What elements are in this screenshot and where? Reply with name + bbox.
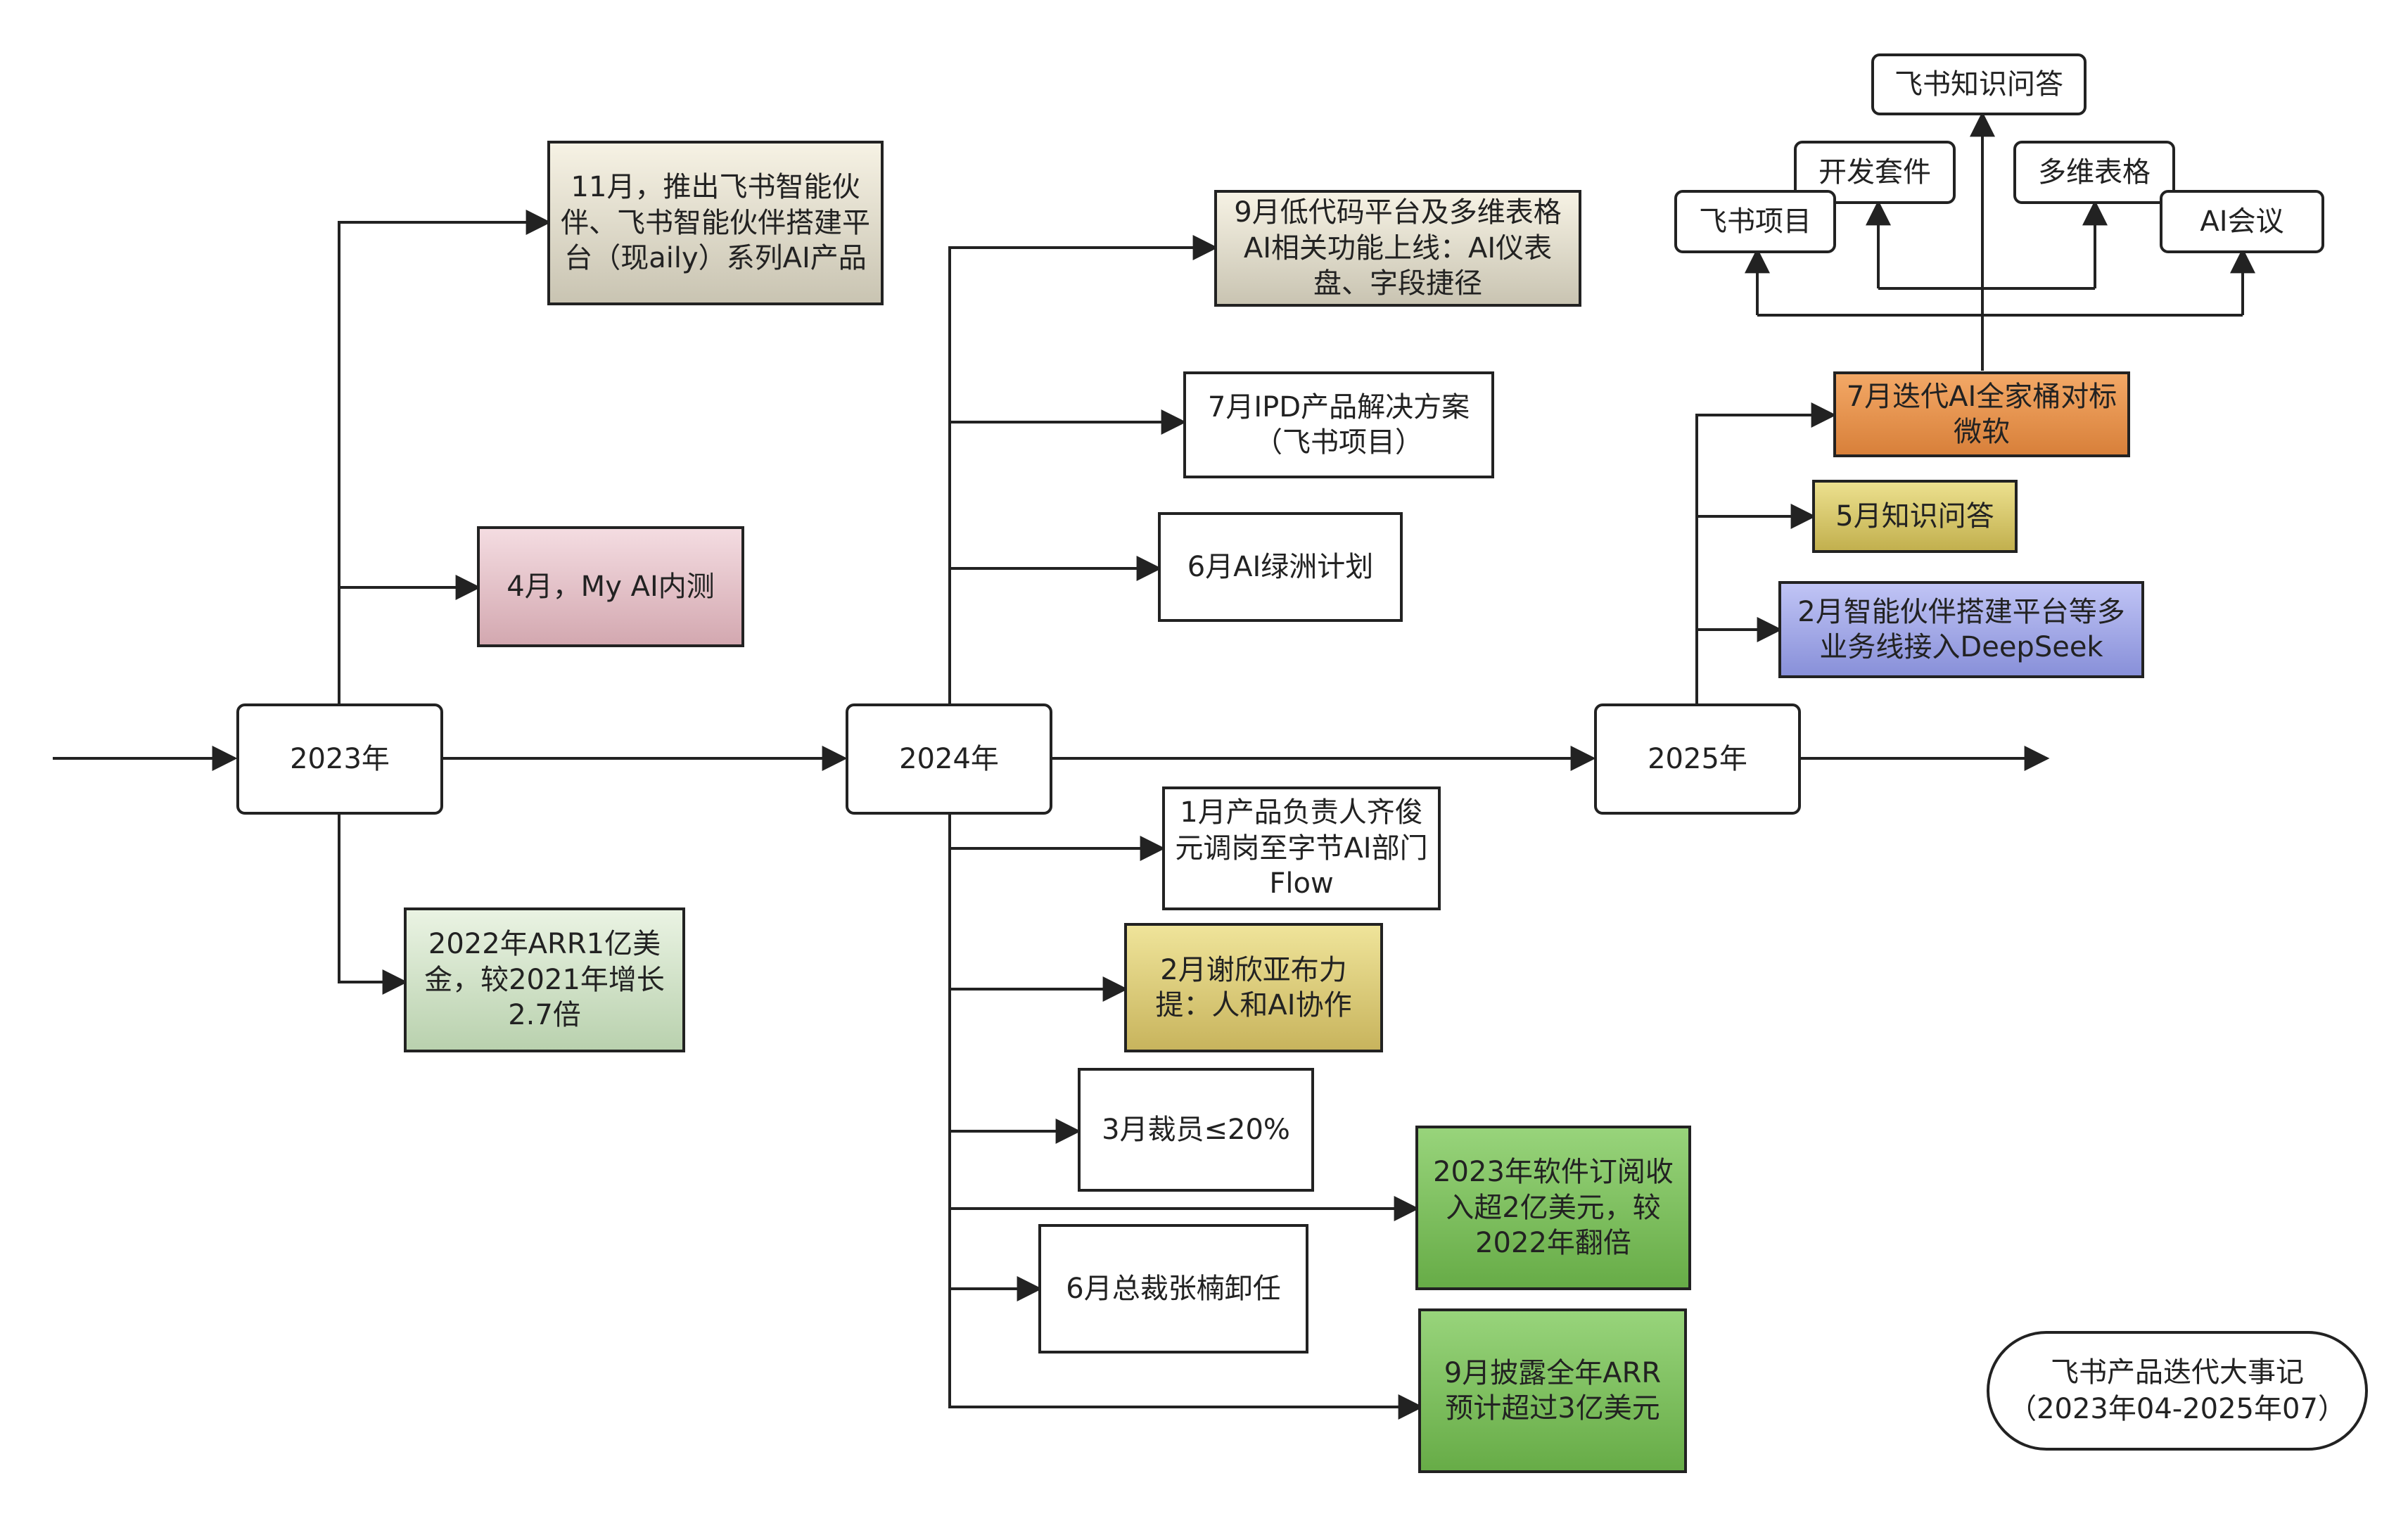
event-2024-jan-transfer: 1月产品负责人齐俊元调岗至字节AI部门Flow xyxy=(1162,786,1441,910)
event-2024-sep-lowcode: 9月低代码平台及多维表格AI相关功能上线：AI仪表盘、字段捷径 xyxy=(1214,190,1581,307)
year-node-2024[interactable]: 2024年 xyxy=(846,703,1052,815)
event-2024-jun-president: 6月总裁张楠卸任 xyxy=(1038,1224,1308,1353)
event-2024-jun-oasis: 6月AI绿洲计划 xyxy=(1158,512,1403,622)
event-2024-feb-xie: 2月谢欣亚布力提：人和AI协作 xyxy=(1124,923,1383,1052)
event-2025-feb-deepseek: 2月智能伙伴搭建平台等多业务线接入DeepSeek xyxy=(1778,581,2144,678)
event-2024-jul-ipd: 7月IPD产品解决方案（飞书项目） xyxy=(1183,371,1494,478)
event-2025-may-knowledge-qa: 5月知识问答 xyxy=(1812,480,2018,553)
product-ai-meeting: AI会议 xyxy=(2160,190,2324,253)
branch-2023-nov xyxy=(338,210,552,703)
event-2024-mar-layoff: 3月裁员≤20% xyxy=(1078,1068,1314,1192)
event-2025-jul-ai-bundle: 7月迭代AI全家桶对标微软 xyxy=(1833,371,2130,457)
event-2023-apr-my-ai: 4月，My AI内测 xyxy=(477,526,744,647)
event-2024-sep-arr: 9月披露全年ARR预计超过3亿美元 xyxy=(1418,1308,1687,1473)
branch-2024-trunk xyxy=(948,815,1424,1420)
event-2024-revenue-2023: 2023年软件订阅收入超2亿美元，较2022年翻倍 xyxy=(1415,1126,1691,1290)
diagram-title: 飞书产品迭代大事记 （2023年04-2025年07） xyxy=(1987,1331,2368,1451)
branch-2024-sep-lowcode xyxy=(948,235,1218,703)
product-feishu-knowledge-qa: 飞书知识问答 xyxy=(1871,53,2087,115)
branch-2023-arr xyxy=(338,815,408,995)
product-feishu-project: 飞书项目 xyxy=(1674,190,1836,253)
branch-2025-jul xyxy=(1695,402,1837,703)
year-node-2023[interactable]: 2023年 xyxy=(236,703,443,815)
event-2023-nov-ai-partner: 11月，推出飞书智能伙伴、飞书智能伙伴搭建平台（现aily）系列AI产品 xyxy=(547,141,884,305)
event-2023-arr: 2022年ARR1亿美金，较2021年增长2.7倍 xyxy=(404,907,685,1052)
year-node-2025[interactable]: 2025年 xyxy=(1594,703,1801,815)
product-multi-table: 多维表格 xyxy=(2013,141,2175,204)
